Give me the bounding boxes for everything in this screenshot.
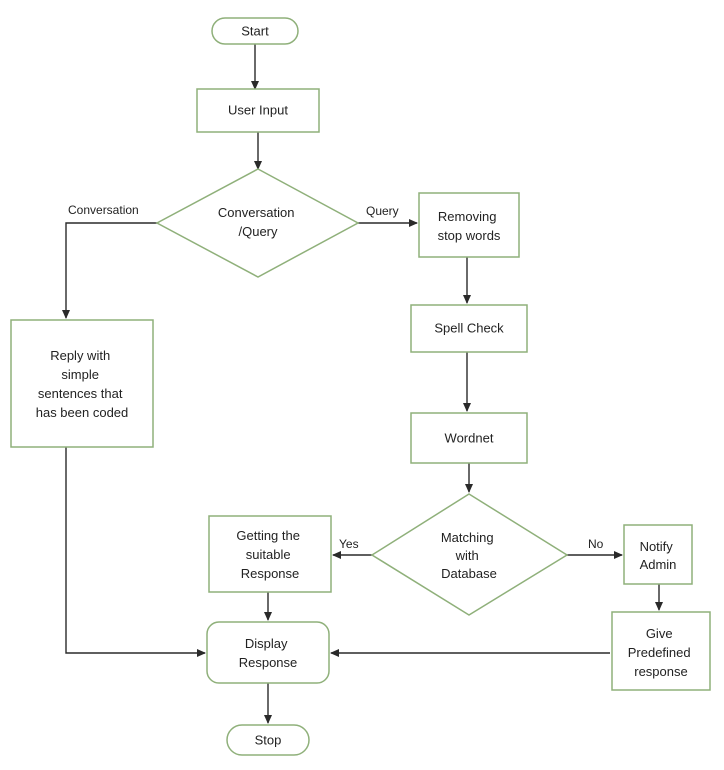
node-matching: Matching with Database (370, 493, 569, 616)
edges (62, 44, 663, 724)
node-matching-line-2: with (455, 548, 479, 563)
svg-text:Reply with simple: Reply with simple sentences that has bee… (36, 348, 129, 420)
node-decision-type-line-2: /Query (238, 224, 278, 239)
svg-text:Removing stop words: Removing stop words (438, 209, 501, 243)
node-notify-admin-line-2: Admin (640, 557, 677, 572)
node-wordnet: Wordnet (410, 412, 528, 464)
node-spell-check: Spell Check (410, 304, 528, 353)
node-getting-response-line-1: Getting the (236, 528, 300, 543)
edge-labels: Conversation Query Yes No (68, 203, 604, 551)
node-getting-response-line-2: suitable (246, 547, 291, 562)
node-give-predefined-line-1: Give (646, 626, 673, 641)
svg-text:Getting the suitable: Getting the suitable Response (236, 528, 303, 581)
node-stop: Stop (226, 724, 310, 756)
node-decision-type: Conversation /Query (155, 168, 360, 278)
edge-label-yes: Yes (339, 537, 359, 551)
edge-label-conversation: Conversation (68, 203, 139, 217)
node-give-predefined: Give Predefined response (611, 611, 711, 691)
svg-text:Matching with Data: Matching with Database (441, 530, 497, 581)
node-wordnet-label: Wordnet (445, 431, 494, 446)
node-notify-admin-line-1: Notify (640, 539, 674, 554)
node-removing-line-2: stop words (438, 228, 501, 243)
node-reply: Reply with simple sentences that has bee… (10, 319, 154, 448)
edge-reply-to-display (65, 447, 206, 657)
node-start: Start (211, 17, 299, 45)
node-getting-response-line-3: Response (241, 566, 300, 581)
node-reply-line-3: sentences that (38, 386, 123, 401)
node-matching-line-3: Database (441, 566, 497, 581)
svg-text:Notify Admin: Notify Admin (640, 539, 677, 572)
node-user-input: User Input (196, 88, 320, 133)
node-reply-line-1: Reply with (50, 348, 110, 363)
node-reply-line-2: simple (61, 367, 99, 382)
edge-decision-to-reply (62, 222, 157, 319)
node-display-response: Display Response (206, 621, 330, 684)
node-display-response-line-2: Response (239, 655, 298, 670)
node-matching-line-1: Matching (441, 530, 494, 545)
node-getting-response: Getting the suitable Response (208, 515, 332, 593)
node-give-predefined-line-3: response (634, 664, 687, 679)
node-user-input-label: User Input (228, 103, 288, 118)
node-spell-check-label: Spell Check (434, 321, 504, 336)
node-start-label: Start (241, 24, 269, 39)
node-display-response-line-1: Display (245, 636, 288, 651)
node-removing-line-1: Removing (438, 209, 497, 224)
svg-text:Give Predefined re: Give Predefined response (628, 626, 695, 679)
edge-label-no: No (588, 537, 604, 551)
svg-text:Conversation /Query: Conversation /Query (218, 205, 298, 239)
edge-label-query: Query (366, 204, 399, 218)
node-reply-line-4: has been coded (36, 405, 129, 420)
node-stop-label: Stop (255, 733, 282, 748)
node-give-predefined-line-2: Predefined (628, 645, 691, 660)
node-notify-admin: Notify Admin (623, 524, 693, 585)
svg-text:Display Response: Display Response (239, 636, 298, 670)
node-removing-stop-words: Removing stop words (418, 192, 520, 258)
node-decision-type-line-1: Conversation (218, 205, 295, 220)
